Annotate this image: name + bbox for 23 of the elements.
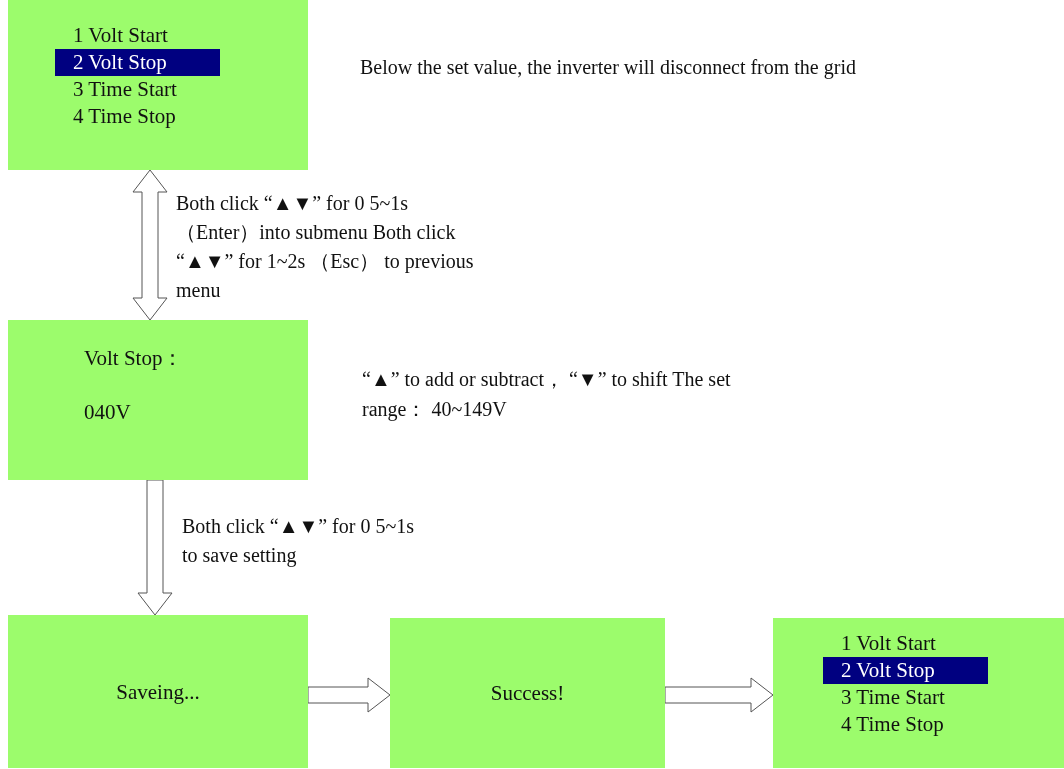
selected-menu-item: 2 Volt Stop bbox=[55, 49, 220, 76]
hollow-arrow bbox=[307, 677, 391, 713]
hollow-arrow bbox=[132, 169, 168, 321]
lcd-screen bbox=[8, 0, 308, 170]
hollow-arrow bbox=[664, 677, 774, 713]
status-message: Success! bbox=[489, 680, 566, 706]
lcd-screen bbox=[773, 618, 1064, 768]
menu-item: 3 Time Start bbox=[72, 76, 178, 103]
menu-item: 3 Time Start bbox=[840, 684, 946, 711]
setting-name: Volt Stop： bbox=[84, 345, 184, 371]
lcd-screen bbox=[390, 618, 665, 768]
status-message: Saveing... bbox=[115, 678, 201, 705]
note-text: Below the set value, the inverter will disconnect from the grid bbox=[360, 55, 857, 81]
selected-menu-item: 2 Volt Stop bbox=[823, 657, 988, 684]
lcd-screen bbox=[8, 615, 308, 768]
lcd-screen bbox=[8, 320, 308, 480]
setting-value: 040V bbox=[84, 399, 131, 425]
menu-item: 4 Time Stop bbox=[72, 103, 177, 130]
menu-item: 1 Volt Start bbox=[840, 630, 937, 657]
note-text: “▲” to add or subtract， “▼” to shift The set range： 40~149V bbox=[362, 367, 732, 423]
menu-item: 1 Volt Start bbox=[72, 22, 169, 49]
menu-item: 4 Time Stop bbox=[840, 711, 945, 738]
hollow-arrow bbox=[137, 479, 173, 616]
